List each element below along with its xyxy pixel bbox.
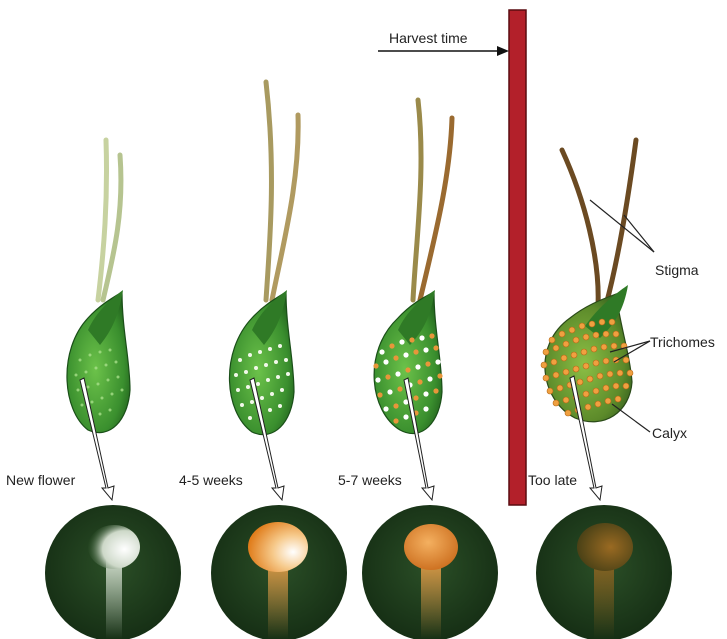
closeup-circle-2 [211,505,347,639]
stigma-3a [413,100,421,300]
stigma-1a [98,140,107,300]
stage-4-bud [541,140,636,500]
closeup-circle-1 [45,505,181,639]
stigma-4b [606,140,636,305]
harvest-time-label: Harvest time [389,30,468,46]
stage-label-new-flower: New flower [6,472,75,488]
stigma-2b [272,115,298,300]
calyx-leader [612,404,650,432]
stigma-4a [562,150,598,305]
stage-2-bud [229,82,298,500]
stigma-2a [266,82,271,300]
closeup-circle-4 [536,505,672,639]
closeup-circle-3 [362,505,498,639]
stage-label-4-5-weeks: 4-5 weeks [179,472,243,488]
stigma-label: Stigma [655,262,699,278]
harvest-time-bar [509,10,526,505]
stage-label-5-7-weeks: 5-7 weeks [338,472,402,488]
trichomes-label: Trichomes [650,334,715,350]
harvest-arrow [378,46,509,56]
calyx-label: Calyx [652,425,687,441]
stage-3-bud [373,100,452,500]
stage-label-too-late: Too late [528,472,577,488]
stage-1-bud [67,140,130,500]
stigma-3b [420,118,452,300]
